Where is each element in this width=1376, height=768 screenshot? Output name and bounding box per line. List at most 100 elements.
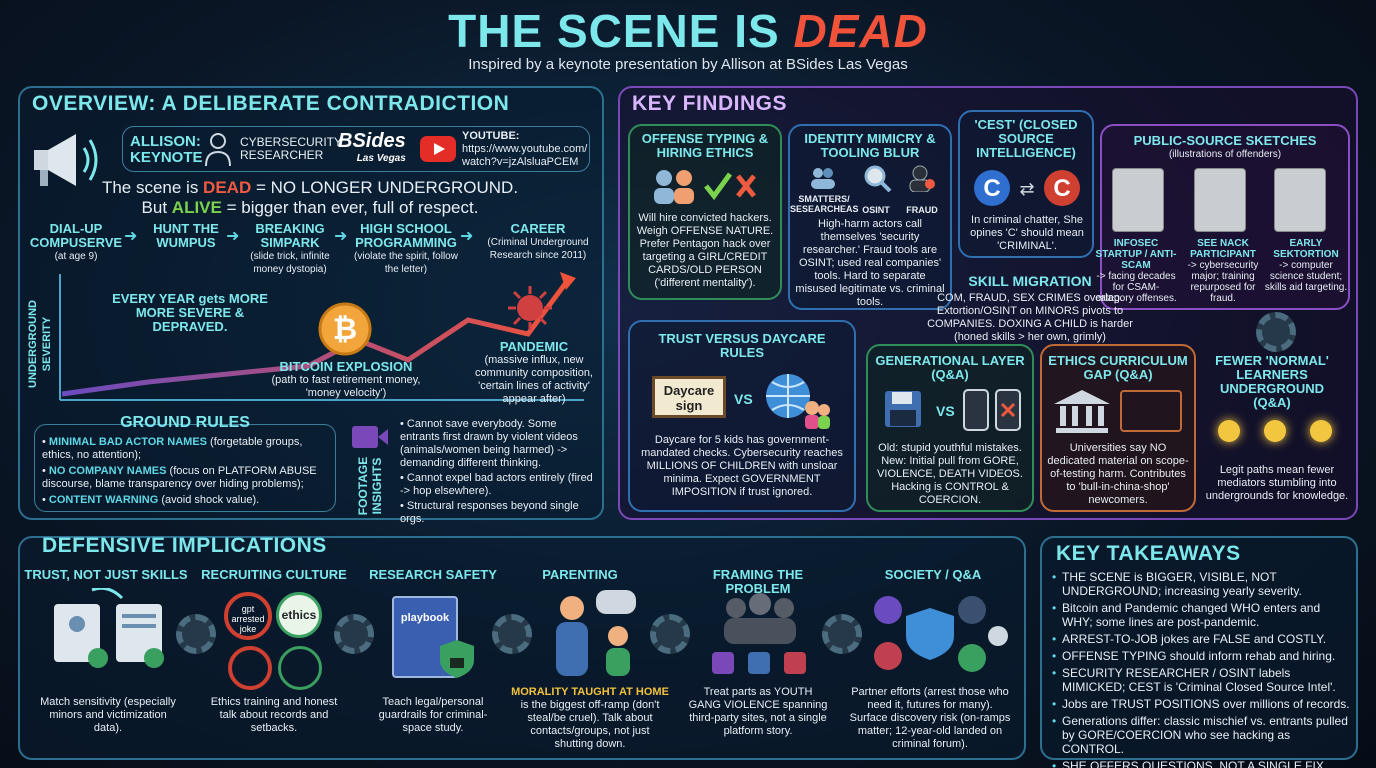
gear-icon [650, 614, 690, 654]
defensive-col-title: RECRUITING CULTURE [201, 567, 347, 582]
footage-insights-list: • Cannot save everybody. Some entrants f… [400, 418, 598, 526]
gear-icon [1256, 312, 1296, 352]
svg-text:₿: ₿ [333, 312, 357, 347]
lightbulb-icon [1218, 420, 1240, 442]
identity-icon-label: SMATTERS/ SESEARCHEAS [790, 194, 859, 214]
sketches-subtitle: (illustrations of offenders) [1168, 149, 1282, 160]
footage-insights-label: FOOTAGE INSIGHTS [356, 456, 384, 516]
gear-icon [176, 614, 216, 654]
arrow-right-icon: ➜ [460, 228, 474, 245]
bitcoin-label: BITCOIN EXPLOSION(path to fast retiremen… [271, 359, 421, 400]
svg-text:C: C [983, 175, 1000, 202]
overview-title: OVERVIEW: A DELIBERATE CONTRADICTION [32, 92, 510, 115]
ethics-gap-body: Universities say NO dedicated material o… [1047, 442, 1189, 506]
identity-card [788, 124, 952, 310]
defensive-col-body: Match sensitivity (especially minors and… [40, 696, 176, 734]
key-findings-title: KEY FINDINGS [632, 92, 787, 115]
group-platforms-icon [712, 593, 806, 674]
arrow-right-icon: ➜ [334, 228, 348, 245]
defensive-col-body: Teach legal/personal guardrails for crim… [378, 696, 488, 734]
ethics-gap-card [1040, 344, 1196, 512]
defensive-col-body: Partner efforts (arrest those who need i… [849, 686, 1011, 750]
takeaway-item: OFFENSE TYPING should inform rehab and h… [1052, 649, 1350, 663]
ground-rules-list: • MINIMAL BAD ACTOR NAMES (forgetable gr… [42, 436, 332, 507]
offense-title: OFFENSE TYPING & HIRING ETHICS [641, 131, 769, 160]
ethics-gap-title: ETHICS CURRICULUM GAP (Q&A) [1048, 353, 1188, 382]
takeaways-title: KEY TAKEAWAYS [1056, 542, 1241, 565]
parent-child-icon [556, 590, 636, 676]
defensive-col-title: SOCIETY / Q&A [884, 567, 982, 582]
ground-rule: • NO COMPANY NAMES (focus on PLATFORM AB… [42, 465, 317, 490]
defensive-col-title: FRAMING THE PROBLEM [712, 567, 804, 596]
page-title: THE SCENE IS DEAD [448, 5, 928, 57]
defensive-col-body: MORALITY TAUGHT AT HOME is the biggest o… [511, 686, 669, 750]
shield-lock-icon [440, 640, 474, 678]
sketches-title: PUBLIC-SOURCE SKETCHES [1133, 133, 1317, 148]
axis-label: UNDERGROUND SEVERITY [27, 300, 53, 388]
footage-item: • Cannot expel bad actors entirely (fire… [400, 472, 593, 497]
no-joke-badge: gpt arrested joke [224, 592, 272, 640]
trust-daycare-body: Daycare for 5 kids has government-mandat… [641, 434, 843, 498]
offender-sketch [1194, 168, 1246, 232]
generational-title: GENERATIONAL LAYER (Q&A) [875, 353, 1025, 382]
offender-sketch [1274, 168, 1326, 232]
sketch-caption: INFOSEC STARTUP / ANTI-SCAM-> facing dec… [1095, 238, 1177, 304]
phones-icon [963, 389, 1021, 431]
generational-body: Old: stupid youthful mistakes. New: Init… [877, 442, 1023, 506]
no-handcuffs-icon [228, 646, 272, 690]
takeaway-item: Jobs are TRUST POSITIONS over millions o… [1052, 697, 1350, 711]
defensive-col-body: Treat parts as YOUTH GANG VIOLENCE spann… [688, 686, 828, 737]
footage-item: • Structural responses beyond single org… [400, 500, 579, 525]
youtube-link[interactable]: YOUTUBE:https://www.youtube.com/watch?v=… [462, 130, 588, 168]
svg-text:⇄: ⇄ [1019, 179, 1034, 200]
trust-daycare-title: TRUST VERSUS DAYCARE RULES [658, 331, 826, 360]
society-shield-icon [874, 596, 1008, 672]
timeline-step: CAREER(Criminal Underground Research sin… [487, 221, 589, 262]
university-icon [1054, 390, 1110, 433]
vs-label: VS [734, 391, 753, 407]
ground-rule: • CONTENT WARNING (avoid shock value). [42, 494, 260, 506]
overview-panel [18, 86, 604, 520]
defensive-col-title: RESEARCH SAFETY [369, 567, 497, 582]
timeline-step: BREAKING SIMPARK(slide trick, infinite m… [250, 221, 330, 276]
offense-body: Will hire convicted hackers. Weigh OFFEN… [636, 212, 774, 289]
youtube-icon [420, 136, 456, 162]
page-subtitle: Inspired by a keynote presentation by Al… [468, 56, 908, 73]
researcher-icon [205, 133, 231, 166]
timeline-step: HUNT THE WUMPUS [153, 221, 219, 250]
ethics-badge: ethics [276, 592, 322, 638]
lightbulb-icon [1264, 420, 1286, 442]
vs-label: VS [936, 403, 955, 419]
takeaway-item: THE SCENE is BIGGER, VISIBLE, NOT UNDERG… [1052, 570, 1350, 598]
takeaways-list: THE SCENE is BIGGER, VISIBLE, NOT UNDERG… [1052, 570, 1350, 768]
offense-card [628, 124, 782, 300]
people-check-icon [654, 170, 756, 204]
ground-rules-title: GROUND RULES [120, 414, 250, 431]
sketch-caption: SEE NACK PARTICIPANT-> cybersecurity maj… [1187, 238, 1259, 304]
takeaway-item: Generations differ: classic mischief vs.… [1052, 714, 1350, 756]
empty-material-box [1120, 390, 1182, 432]
scene-line-1: The scene is DEAD = NO LONGER UNDERGROUN… [101, 178, 519, 197]
ground-rule: • MINIMAL BAD ACTOR NAMES (forgetable gr… [42, 436, 303, 461]
cest-body: In criminal chatter, She opines 'C' shou… [970, 214, 1084, 252]
arrow-right-icon: ➜ [226, 228, 240, 245]
lightbulb-icon [1310, 420, 1332, 442]
takeaway-item: ARREST-TO-JOB jokes are FALSE and COSTLY… [1052, 632, 1350, 646]
identity-icon-label: OSINT [862, 205, 890, 215]
every-year-label: EVERY YEAR gets MORE MORE SEVERE & DEPRA… [112, 291, 268, 334]
timeline-step: HIGH SCHOOL PROGRAMMING(violate the spir… [354, 221, 458, 276]
speaker-card [122, 126, 590, 172]
people-icon [811, 168, 835, 189]
takeaway-item: SHE OFFERS QUESTIONS, NOT A SINGLE FIX. [1052, 759, 1350, 768]
defensive-col-body: Ethics training and honest talk about re… [210, 696, 338, 734]
id-cards-icon [54, 588, 164, 668]
takeaway-item: SECURITY RESEARCHER / OSINT labels MIMIC… [1052, 666, 1350, 694]
scene-line-2: But ALIVE = bigger than ever, full of re… [141, 198, 479, 217]
skill-migration-title: SKILL MIGRATION [968, 273, 1092, 289]
virus-icon [508, 286, 552, 330]
fewer-learners-body: Legit paths mean fewer mediators stumbli… [1205, 464, 1349, 502]
footage-item: • Cannot save everybody. Some entrants f… [400, 418, 578, 469]
talk-icon [278, 646, 322, 690]
